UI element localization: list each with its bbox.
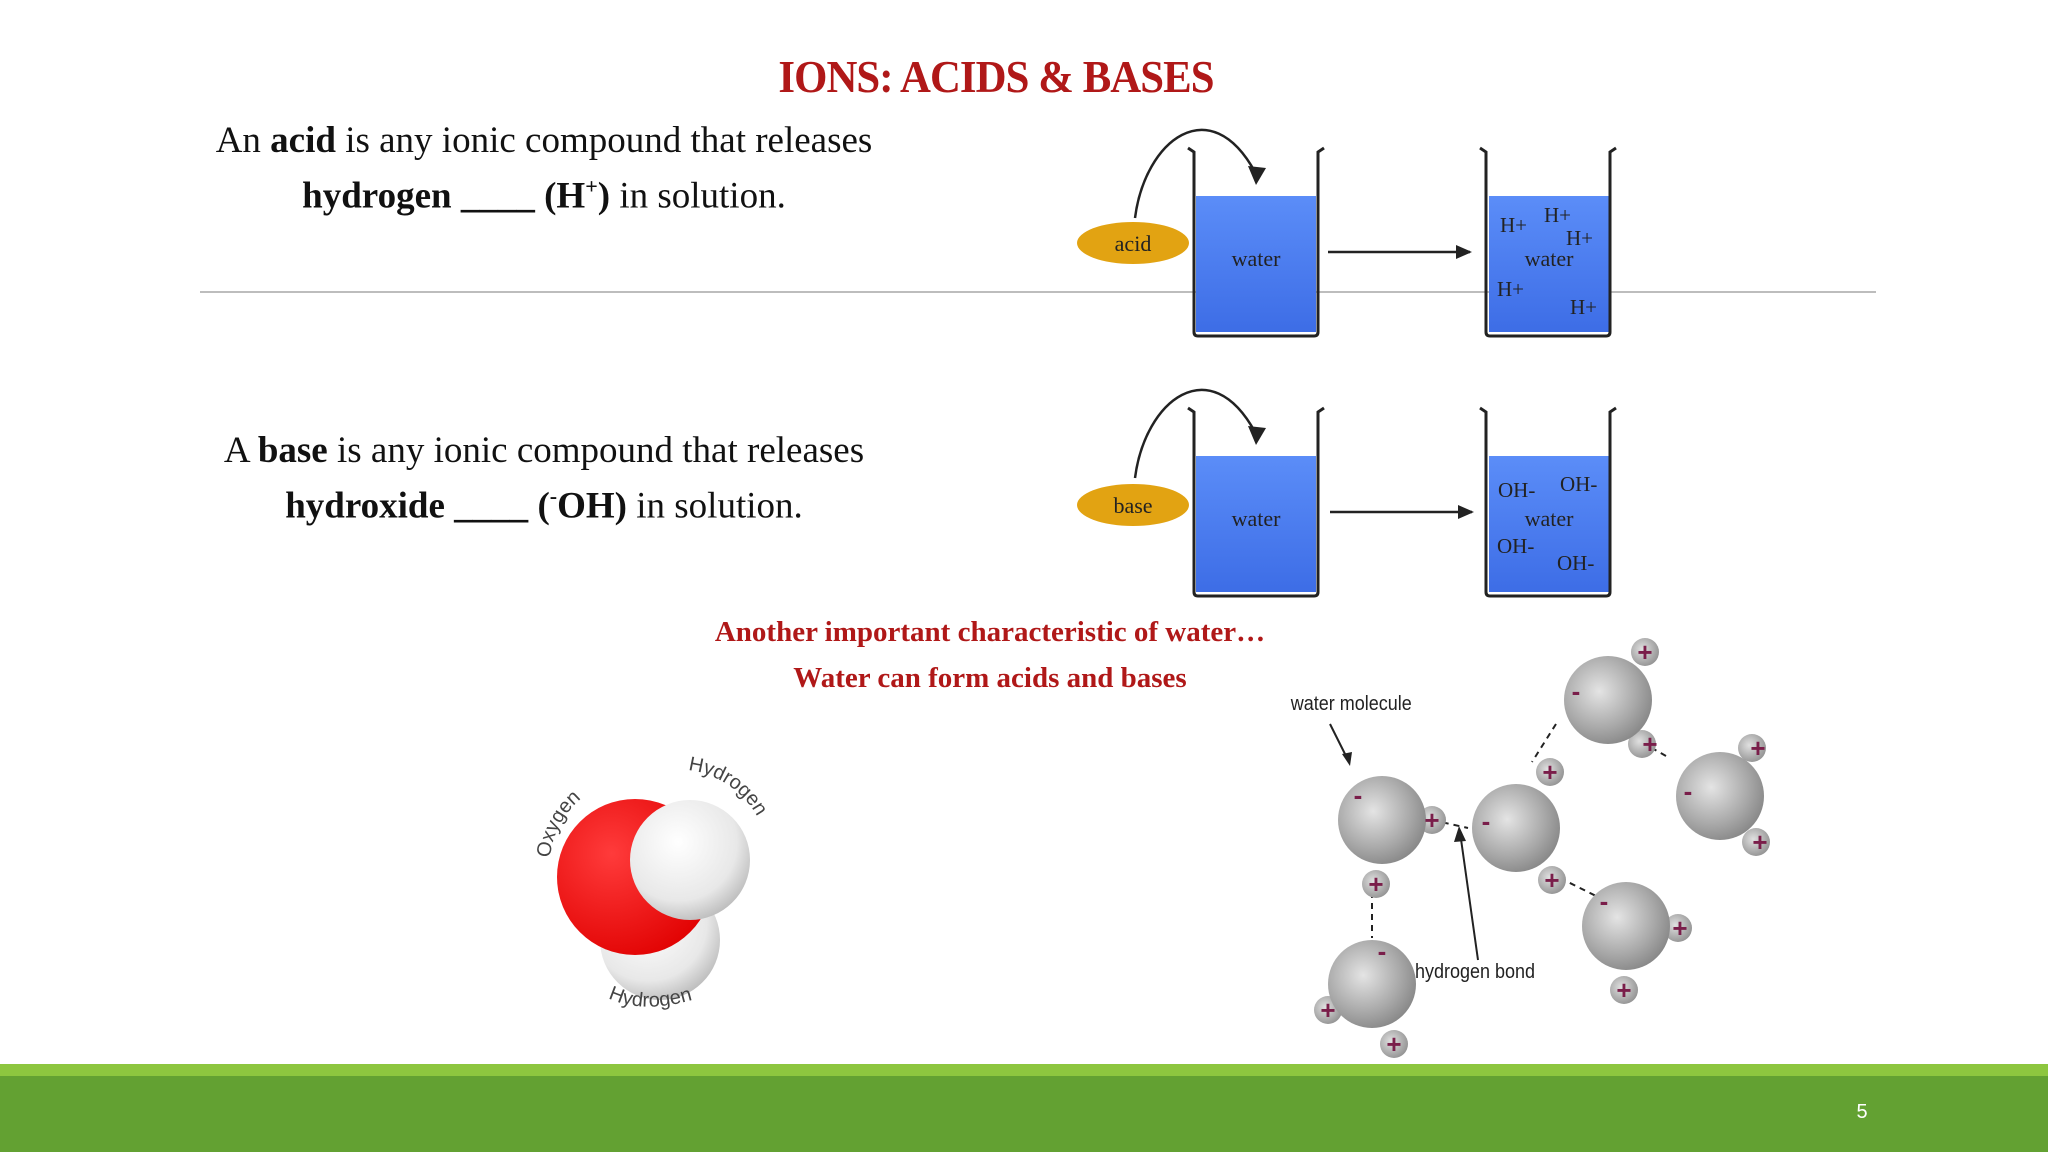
base-definition-line1: A base is any ionic compound that releas… xyxy=(223,430,865,471)
hydrogen-atom-top xyxy=(630,800,750,920)
svg-text:OH-: OH- xyxy=(1498,478,1535,502)
svg-text:+: + xyxy=(1424,805,1439,835)
hydrogen-blank: hydrogen ____ xyxy=(302,175,545,217)
beaker-2 xyxy=(1479,406,1617,598)
curved-arrow xyxy=(1133,388,1257,479)
svg-text:+: + xyxy=(1672,913,1687,943)
footer-accent-bar xyxy=(0,1064,2048,1076)
callout-acids-bases: Water can form acids and bases xyxy=(793,662,1187,694)
base-diagram: base water water OH- OH- OH- OH- xyxy=(1077,388,1617,598)
svg-text:+: + xyxy=(1750,733,1765,763)
acid-definition-line2: hydrogen ____ (H+) in solution. xyxy=(302,174,786,217)
beaker-2-label: water xyxy=(1525,246,1575,271)
water-molecule-label: water molecule xyxy=(1290,693,1412,715)
beaker-1-label: water xyxy=(1232,506,1282,531)
hydrogen-bond-diagram: + + + + + + + + + + + + - - - - - - wate… xyxy=(1290,637,1770,1059)
callout-characteristic: Another important characteristic of wate… xyxy=(714,616,1266,648)
beaker-2-label: water xyxy=(1525,506,1575,531)
footer-bar xyxy=(0,1076,2048,1152)
svg-text:+: + xyxy=(1320,995,1335,1025)
svg-text:-: - xyxy=(1378,936,1387,966)
hydrogen-bonds xyxy=(1371,723,1667,938)
svg-text:+: + xyxy=(1544,865,1559,895)
acid-diagram: acid water water H+ H+ H+ H+ H+ xyxy=(1077,128,1617,338)
beaker-1-label: water xyxy=(1232,246,1282,271)
svg-text:+: + xyxy=(1752,827,1767,857)
svg-text:H+: H+ xyxy=(1570,295,1597,319)
svg-text:-: - xyxy=(1482,806,1491,836)
hydroxide-blank: hydroxide ____ xyxy=(285,485,538,527)
beaker-1 xyxy=(1187,146,1325,338)
base-definition: A base is any ionic compound that releas… xyxy=(164,428,924,529)
slide-title: IONS: ACIDS & BASES xyxy=(778,51,1214,102)
svg-text:H+: H+ xyxy=(1566,226,1593,250)
minus-signs: - - - - - - xyxy=(1354,676,1693,966)
hydrogen-bond-pointer xyxy=(1459,831,1479,961)
curved-arrow-head xyxy=(1248,166,1266,185)
svg-text:+: + xyxy=(1386,1029,1401,1059)
curved-arrow xyxy=(1133,128,1257,219)
divider-line xyxy=(200,291,1876,293)
water-molecule-diagram: Oxygen Hydrogen Hydrogen xyxy=(533,753,772,1012)
svg-text:-: - xyxy=(1354,780,1363,810)
charge-signs: + + + + + + + + + + + + xyxy=(1320,637,1767,1059)
svg-text:H+: H+ xyxy=(1500,213,1527,237)
beaker-2 xyxy=(1479,146,1617,338)
hydroxide-ions: OH- OH- OH- OH- xyxy=(1497,472,1597,575)
svg-text:-: - xyxy=(1572,676,1581,706)
svg-text:-: - xyxy=(1684,776,1693,806)
base-term: base xyxy=(257,430,328,471)
page-number: 5 xyxy=(1856,1101,1868,1123)
svg-text:OH-: OH- xyxy=(1497,534,1534,558)
base-reagent xyxy=(1077,484,1189,526)
svg-text:+: + xyxy=(1368,869,1383,899)
acid-definition-line1: An acid is any ionic compound that relea… xyxy=(215,120,873,161)
svg-text:+: + xyxy=(1542,757,1557,787)
acid-reagent xyxy=(1077,222,1189,264)
base-label: base xyxy=(1113,493,1152,518)
svg-text:H+: H+ xyxy=(1497,277,1524,301)
beaker-water-1 xyxy=(1196,456,1316,592)
beaker-1 xyxy=(1187,406,1325,598)
base-definition-line2: hydroxide ____ (-OH) in solution. xyxy=(285,484,803,527)
svg-text:OH-: OH- xyxy=(1560,472,1597,496)
acid-term: acid xyxy=(270,120,336,161)
acid-label: acid xyxy=(1115,231,1152,256)
svg-text:-: - xyxy=(1600,886,1609,916)
svg-text:+: + xyxy=(1637,637,1652,667)
svg-text:H+: H+ xyxy=(1544,203,1571,227)
beaker-water-2 xyxy=(1489,456,1609,592)
beaker-water-2 xyxy=(1489,196,1609,332)
svg-text:+: + xyxy=(1642,729,1657,759)
hydrogen-bond-label: hydrogen bond xyxy=(1415,961,1535,983)
hydrogen-ions: H+ H+ H+ H+ H+ xyxy=(1497,203,1597,319)
acid-definition: An acid is any ionic compound that relea… xyxy=(164,118,924,219)
water-molecules xyxy=(1314,638,1770,1058)
beaker-water-1 xyxy=(1196,196,1316,332)
svg-text:OH-: OH- xyxy=(1557,551,1594,575)
svg-text:+: + xyxy=(1616,975,1631,1005)
